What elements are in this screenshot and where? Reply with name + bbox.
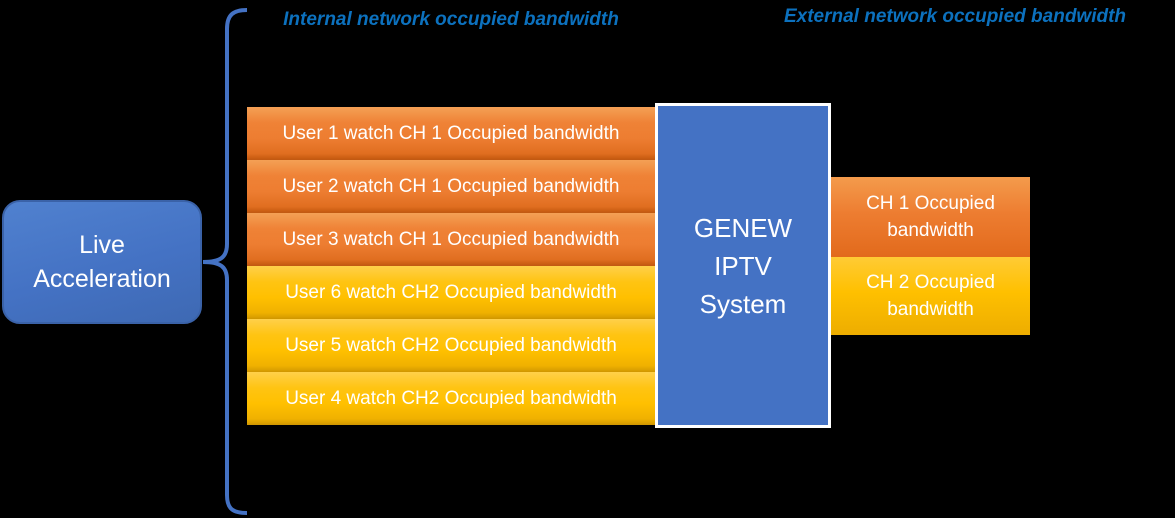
internal-bar-label: User 3 watch CH 1 Occupied bandwidth (282, 228, 620, 250)
live-acceleration-line2: Acceleration (33, 265, 171, 293)
internal-bar-label: User 6 watch CH2 Occupied bandwidth (285, 281, 617, 303)
external-bar-ch1: CH 1 Occupied bandwidth (831, 177, 1030, 257)
internal-bar-user5-ch2: User 5 watch CH2 Occupied bandwidth (247, 319, 655, 372)
live-acceleration-line1: Live (79, 231, 125, 259)
internal-bar-user4-ch2: User 4 watch CH2 Occupied bandwidth (247, 372, 655, 425)
system-box-line1: GENEW (693, 212, 793, 243)
internal-bars-group: User 1 watch CH 1 Occupied bandwidth Use… (247, 107, 655, 425)
external-bar-ch2: CH 2 Occupied bandwidth (831, 257, 1030, 335)
internal-bar-label: User 2 watch CH 1 Occupied bandwidth (282, 175, 620, 197)
external-bar-label: CH 2 Occupied bandwidth (866, 272, 995, 320)
curly-brace (202, 8, 248, 515)
internal-bar-user3-ch1: User 3 watch CH 1 Occupied bandwidth (247, 213, 655, 266)
internal-bar-label: User 1 watch CH 1 Occupied bandwidth (282, 122, 620, 144)
external-network-label: External network occupied bandwidth (783, 6, 1127, 27)
internal-bar-user1-ch1: User 1 watch CH 1 Occupied bandwidth (247, 107, 655, 160)
internal-bar-label: User 4 watch CH2 Occupied bandwidth (285, 387, 617, 409)
internal-bar-label: User 5 watch CH2 Occupied bandwidth (285, 334, 617, 356)
external-bars-group: CH 1 Occupied bandwidth CH 2 Occupied ba… (831, 177, 1030, 335)
internal-bar-user6-ch2: User 6 watch CH2 Occupied bandwidth (247, 266, 655, 319)
external-bar-label: CH 1 Occupied bandwidth (866, 193, 995, 241)
internal-bar-user2-ch1: User 2 watch CH 1 Occupied bandwidth (247, 160, 655, 213)
system-box-line2: IPTV (714, 250, 772, 281)
internal-network-label: Internal network occupied bandwidth (283, 9, 619, 30)
genew-iptv-system-box: GENEW IPTV System (655, 103, 831, 428)
live-acceleration-box: Live Acceleration (2, 200, 202, 324)
system-box-line3: System (699, 288, 787, 319)
